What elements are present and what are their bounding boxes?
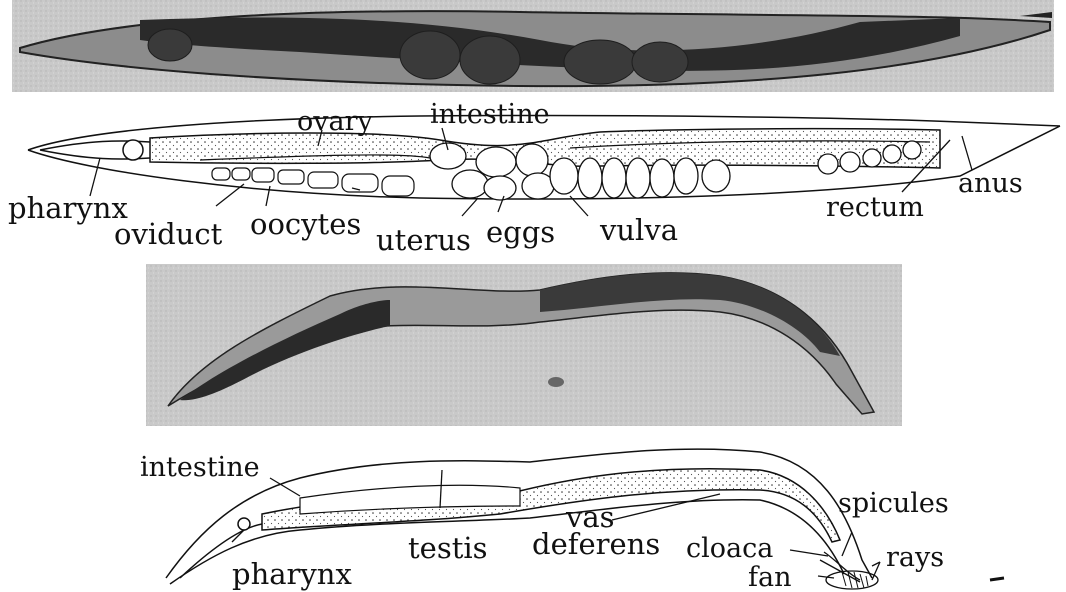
label-testis: testis [408,531,488,565]
label-spicules: spicules [838,488,949,519]
label-eggs: eggs [486,215,555,249]
label-uterus: uterus [376,223,471,257]
hermaphrodite-photo [12,0,1054,92]
label-oocytes: oocytes [250,207,361,241]
label-ovary: ovary [297,106,374,137]
label-male-pharynx: pharynx [232,557,352,591]
male-photo [146,264,902,426]
label-cloaca: cloaca [686,533,773,564]
label-rectum: rectum [826,192,924,223]
label-fan: fan [748,562,791,592]
label-male-intestine: intestine [140,452,260,483]
label-pharynx: pharynx [8,191,128,225]
label-rays: rays [886,542,944,573]
label-vulva: vulva [599,213,678,247]
label-oviduct: oviduct [114,217,223,251]
label-anus: anus [958,168,1023,199]
label-deferens: deferens [532,527,660,561]
label-intestine: intestine [430,99,550,130]
